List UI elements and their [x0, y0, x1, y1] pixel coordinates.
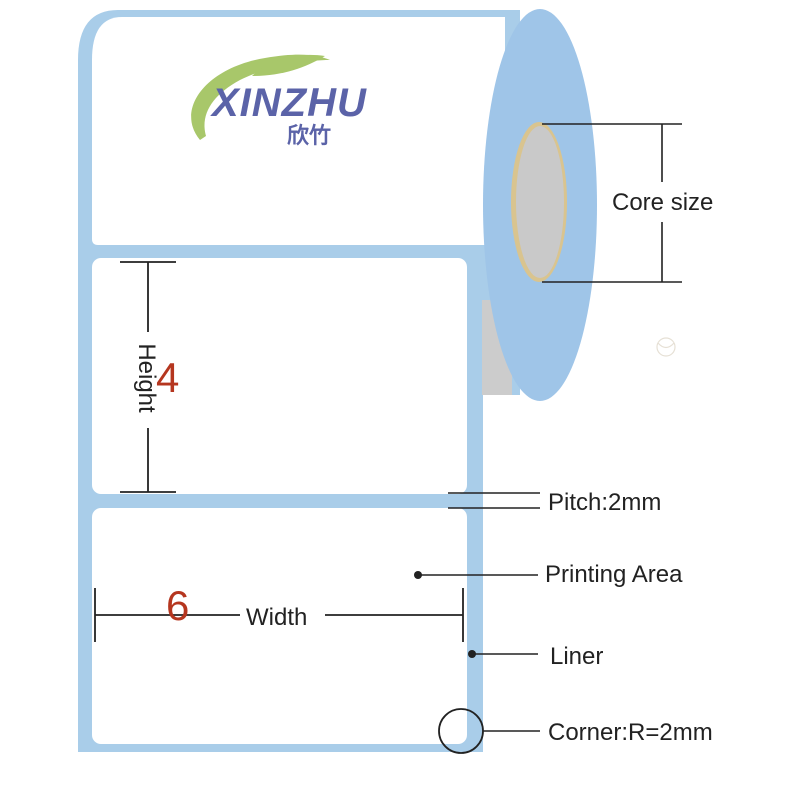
printing-area-label: Printing Area — [545, 561, 683, 588]
width-value: 6 — [166, 582, 189, 629]
width-dimension — [94, 588, 464, 642]
height-dimension — [120, 261, 176, 493]
brand-logo: XINZHU 欣竹 — [191, 54, 367, 149]
pitch-callout — [448, 492, 540, 509]
core-size-label: Core size — [612, 189, 713, 216]
logo-leaf — [252, 54, 325, 76]
logo-swoosh — [191, 54, 330, 140]
logo-wordmark: XINZHU — [210, 81, 367, 125]
label-middle — [92, 258, 467, 494]
liner-label: Liner — [550, 643, 603, 670]
watermark-mark — [656, 337, 676, 357]
core-size-dimension — [542, 123, 682, 283]
core — [516, 126, 564, 278]
logo-subtitle: 欣竹 — [287, 123, 331, 149]
pitch-label: Pitch:2mm — [548, 489, 661, 516]
width-label: Width — [246, 604, 307, 631]
corner-label: Corner:R=2mm — [548, 719, 713, 746]
label-top — [92, 17, 505, 245]
label-bottom — [92, 508, 467, 744]
height-label: Height — [133, 343, 160, 413]
height-value: 4 — [156, 354, 179, 401]
